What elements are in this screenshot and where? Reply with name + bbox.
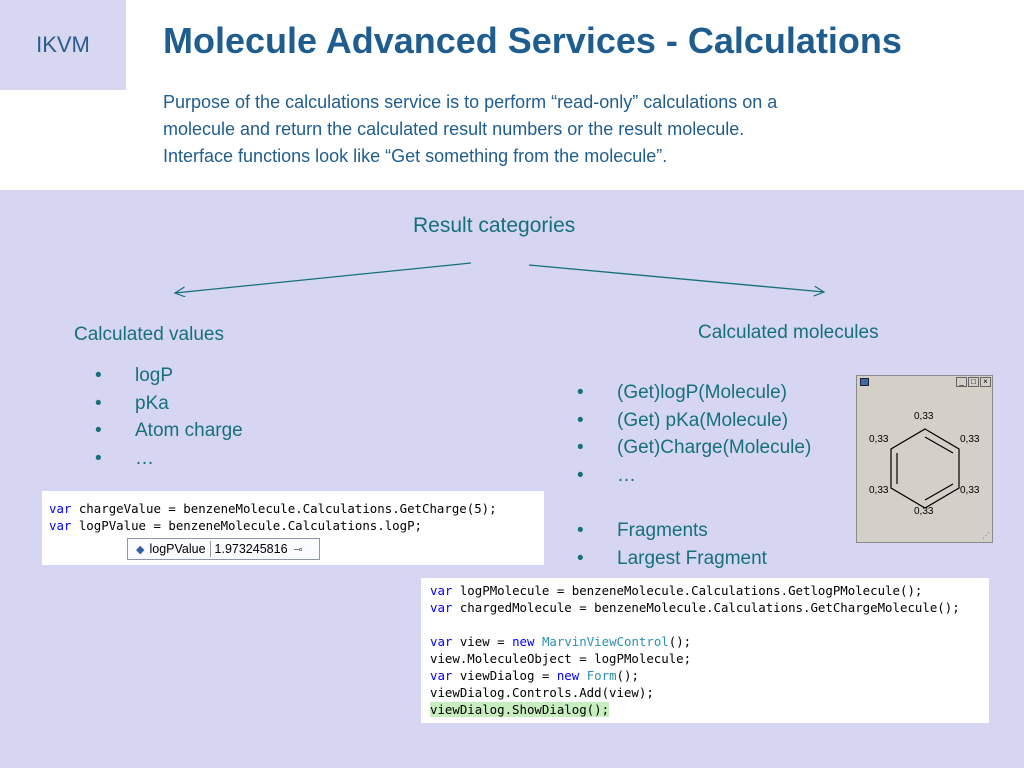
code-line-highlighted: viewDialog.ShowDialog(); <box>430 702 610 717</box>
tooltip-separator <box>209 541 211 557</box>
bullet: • <box>577 464 584 486</box>
logo-box: IKVM <box>0 0 126 90</box>
list-item: •Fragments <box>577 517 767 545</box>
calculated-values-heading: Calculated values <box>74 324 224 345</box>
intro-line: Purpose of the calculations service is t… <box>163 92 778 112</box>
code-snippet-molecules: var logPMolecule = benzeneMolecule.Calcu… <box>421 578 989 723</box>
calculated-molecules-list: •(Get)logP(Molecule) •(Get) pKa(Molecule… <box>577 379 811 489</box>
bullet: • <box>577 382 584 403</box>
tooltip-value: 1.973245816 <box>214 542 288 556</box>
intro-line: molecule and return the calculated resul… <box>163 119 745 139</box>
maximize-button[interactable]: □ <box>968 377 979 387</box>
fragment-list: •Fragments •Largest Fragment <box>577 517 767 572</box>
bullet: • <box>95 420 102 441</box>
code-line: var chargedMolecule = benzeneMolecule.Ca… <box>430 600 960 615</box>
close-button[interactable]: × <box>980 377 991 387</box>
bullet: • <box>577 437 584 458</box>
atom-label: 0,33 <box>914 506 934 517</box>
debug-value-tooltip[interactable]: ◆ logPValue 1.973245816 ⊸ <box>127 538 320 560</box>
benzene-ring <box>890 428 960 509</box>
bullet: • <box>577 520 584 541</box>
logo-text: IKVM <box>36 32 90 57</box>
code-line: var logPMolecule = benzeneMolecule.Calcu… <box>430 583 923 598</box>
molecule-viewer-window[interactable]: _ □ × 0,33 0,33 0,33 0,33 0,33 0,33 ⋰ <box>856 375 993 543</box>
double-bond <box>924 436 954 454</box>
code-line: view.MoleculeObject = logPMolecule; <box>430 651 692 666</box>
arrow-left <box>175 262 472 293</box>
list-item: •(Get)Charge(Molecule) <box>577 434 811 462</box>
atom-label: 0,33 <box>869 434 889 445</box>
atom-label: 0,33 <box>960 434 980 445</box>
bullet: • <box>577 547 584 569</box>
variable-icon: ◆ <box>136 543 145 556</box>
result-categories-heading: Result categories <box>413 214 576 237</box>
double-bond <box>924 483 954 501</box>
intro-line: Interface functions look like “Get somet… <box>163 146 668 166</box>
list-item: •(Get)logP(Molecule) <box>577 379 811 407</box>
window-titlebar[interactable]: _ □ × <box>857 376 992 389</box>
code-snippet-values: var chargeValue = benzeneMolecule.Calcul… <box>42 491 544 565</box>
bullet: • <box>577 409 584 431</box>
bullet: • <box>95 447 102 469</box>
atom-label: 0,33 <box>960 485 980 496</box>
list-item: •Largest Fragment <box>577 545 767 573</box>
code-line: var view = new MarvinViewControl(); <box>430 634 692 649</box>
list-item: •… <box>577 462 811 490</box>
tooltip-variable-name: logPValue <box>149 542 206 556</box>
bullet: • <box>95 392 102 414</box>
code-line: var chargeValue = benzeneMolecule.Calcul… <box>49 501 497 516</box>
code-line: viewDialog.Controls.Add(view); <box>430 685 654 700</box>
code-line: var logPValue = benzeneMolecule.Calculat… <box>49 518 423 533</box>
slide-title: Molecule Advanced Services - Calculation… <box>163 20 902 61</box>
window-icon <box>860 378 869 386</box>
bullet: • <box>95 365 102 386</box>
calculated-values-list: •logP •pKa •Atom charge •… <box>95 362 243 472</box>
code-line: var viewDialog = new Form(); <box>430 668 639 683</box>
list-item: •logP <box>95 362 243 390</box>
arrow-right <box>528 264 824 292</box>
calculated-molecules-heading: Calculated molecules <box>698 322 879 343</box>
minimize-button[interactable]: _ <box>956 377 967 387</box>
list-item: •Atom charge <box>95 417 243 445</box>
list-item: •pKa <box>95 390 243 418</box>
list-item: •(Get) pKa(Molecule) <box>577 407 811 435</box>
atom-label: 0,33 <box>914 411 934 422</box>
pin-icon[interactable]: ⊸ <box>293 543 303 556</box>
intro-paragraph: Purpose of the calculations service is t… <box>163 89 963 170</box>
resize-grip-icon[interactable]: ⋰ <box>982 531 990 540</box>
list-item: •… <box>95 445 243 473</box>
benzene-structure: 0,33 0,33 0,33 0,33 0,33 0,33 <box>869 411 980 517</box>
atom-label: 0,33 <box>869 485 889 496</box>
